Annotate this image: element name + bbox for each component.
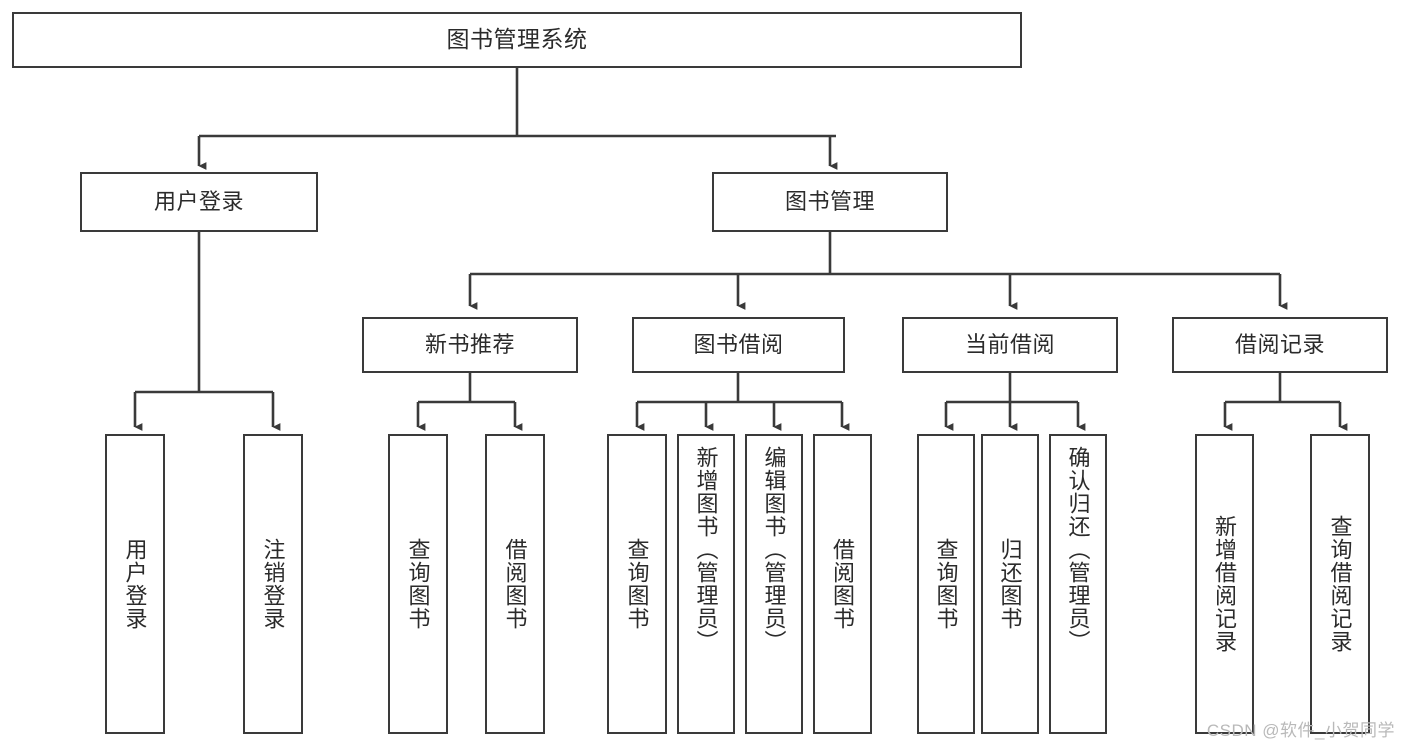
node-leaf-cb-return-book[interactable]: 归还图书 — [981, 434, 1039, 734]
node-label: 用户登录 — [122, 538, 148, 630]
node-leaf-br-add-record[interactable]: 新增借阅记录 — [1195, 434, 1254, 734]
node-label: 编辑图书（管理员） — [761, 446, 787, 653]
node-label: 图书借阅 — [693, 331, 784, 357]
node-label: 新书推荐 — [424, 331, 515, 357]
node-new-book-recommendation[interactable]: 新书推荐 — [362, 317, 578, 373]
node-book-borrowing[interactable]: 图书借阅 — [632, 317, 845, 373]
node-leaf-bb-query-book[interactable]: 查询图书 — [607, 434, 667, 734]
node-label: 归还图书 — [997, 538, 1023, 630]
node-label: 查询图书 — [624, 538, 650, 630]
node-user-login[interactable]: 用户登录 — [80, 172, 318, 232]
node-leaf-rec-borrow-book[interactable]: 借阅图书 — [485, 434, 545, 734]
node-leaf-rec-query-book[interactable]: 查询图书 — [388, 434, 448, 734]
node-borrowing-record[interactable]: 借阅记录 — [1172, 317, 1388, 373]
node-root-book-management-system[interactable]: 图书管理系统 — [12, 12, 1022, 68]
node-label: 图书管理 — [784, 188, 875, 214]
node-label: 确认归还（管理员） — [1065, 446, 1091, 653]
node-leaf-user-logout[interactable]: 注销登录 — [243, 434, 303, 734]
node-label: 查询图书 — [933, 538, 959, 630]
node-label: 用户登录 — [153, 188, 244, 214]
node-leaf-bb-borrow-book[interactable]: 借阅图书 — [813, 434, 872, 734]
node-label: 借阅记录 — [1234, 331, 1325, 357]
node-label: 借阅图书 — [830, 538, 856, 630]
node-label: 当前借阅 — [964, 331, 1055, 357]
node-leaf-user-login[interactable]: 用户登录 — [105, 434, 165, 734]
node-label: 图书管理系统 — [446, 26, 588, 53]
node-leaf-cb-query-book[interactable]: 查询图书 — [917, 434, 975, 734]
node-leaf-cb-confirm-return-admin[interactable]: 确认归还（管理员） — [1049, 434, 1107, 734]
node-leaf-br-query-record[interactable]: 查询借阅记录 — [1310, 434, 1370, 734]
node-book-management[interactable]: 图书管理 — [712, 172, 948, 232]
node-label: 新增借阅记录 — [1212, 515, 1238, 653]
node-label: 注销登录 — [260, 538, 286, 630]
csdn-watermark: CSDN @软件_小贺同学 — [1206, 721, 1395, 740]
node-label: 查询借阅记录 — [1327, 515, 1353, 653]
node-label: 新增图书（管理员） — [693, 446, 719, 653]
node-label: 借阅图书 — [502, 538, 528, 630]
node-current-borrowing[interactable]: 当前借阅 — [902, 317, 1118, 373]
node-leaf-bb-add-book-admin[interactable]: 新增图书（管理员） — [677, 434, 735, 734]
node-label: 查询图书 — [405, 538, 431, 630]
node-leaf-bb-edit-book-admin[interactable]: 编辑图书（管理员） — [745, 434, 803, 734]
